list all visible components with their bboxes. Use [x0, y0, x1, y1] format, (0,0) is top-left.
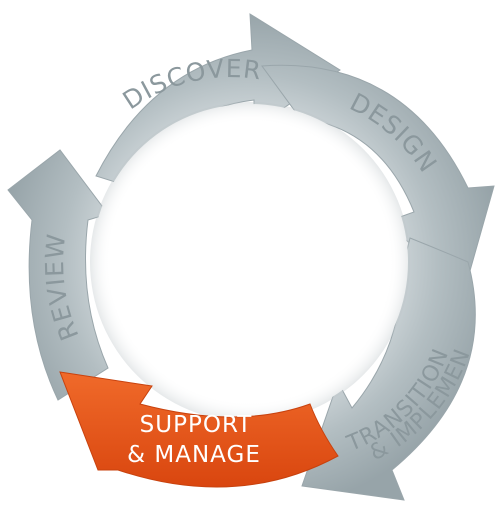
- review-arrow: [7, 149, 109, 401]
- transition-arrow: [301, 237, 476, 501]
- support-label-line2: & MANAGE: [127, 442, 261, 468]
- support-arrow: [59, 371, 339, 488]
- center-shadow: [90, 102, 410, 422]
- design-arrow: [261, 64, 495, 293]
- support-label-line1: SUPPORT: [140, 412, 253, 438]
